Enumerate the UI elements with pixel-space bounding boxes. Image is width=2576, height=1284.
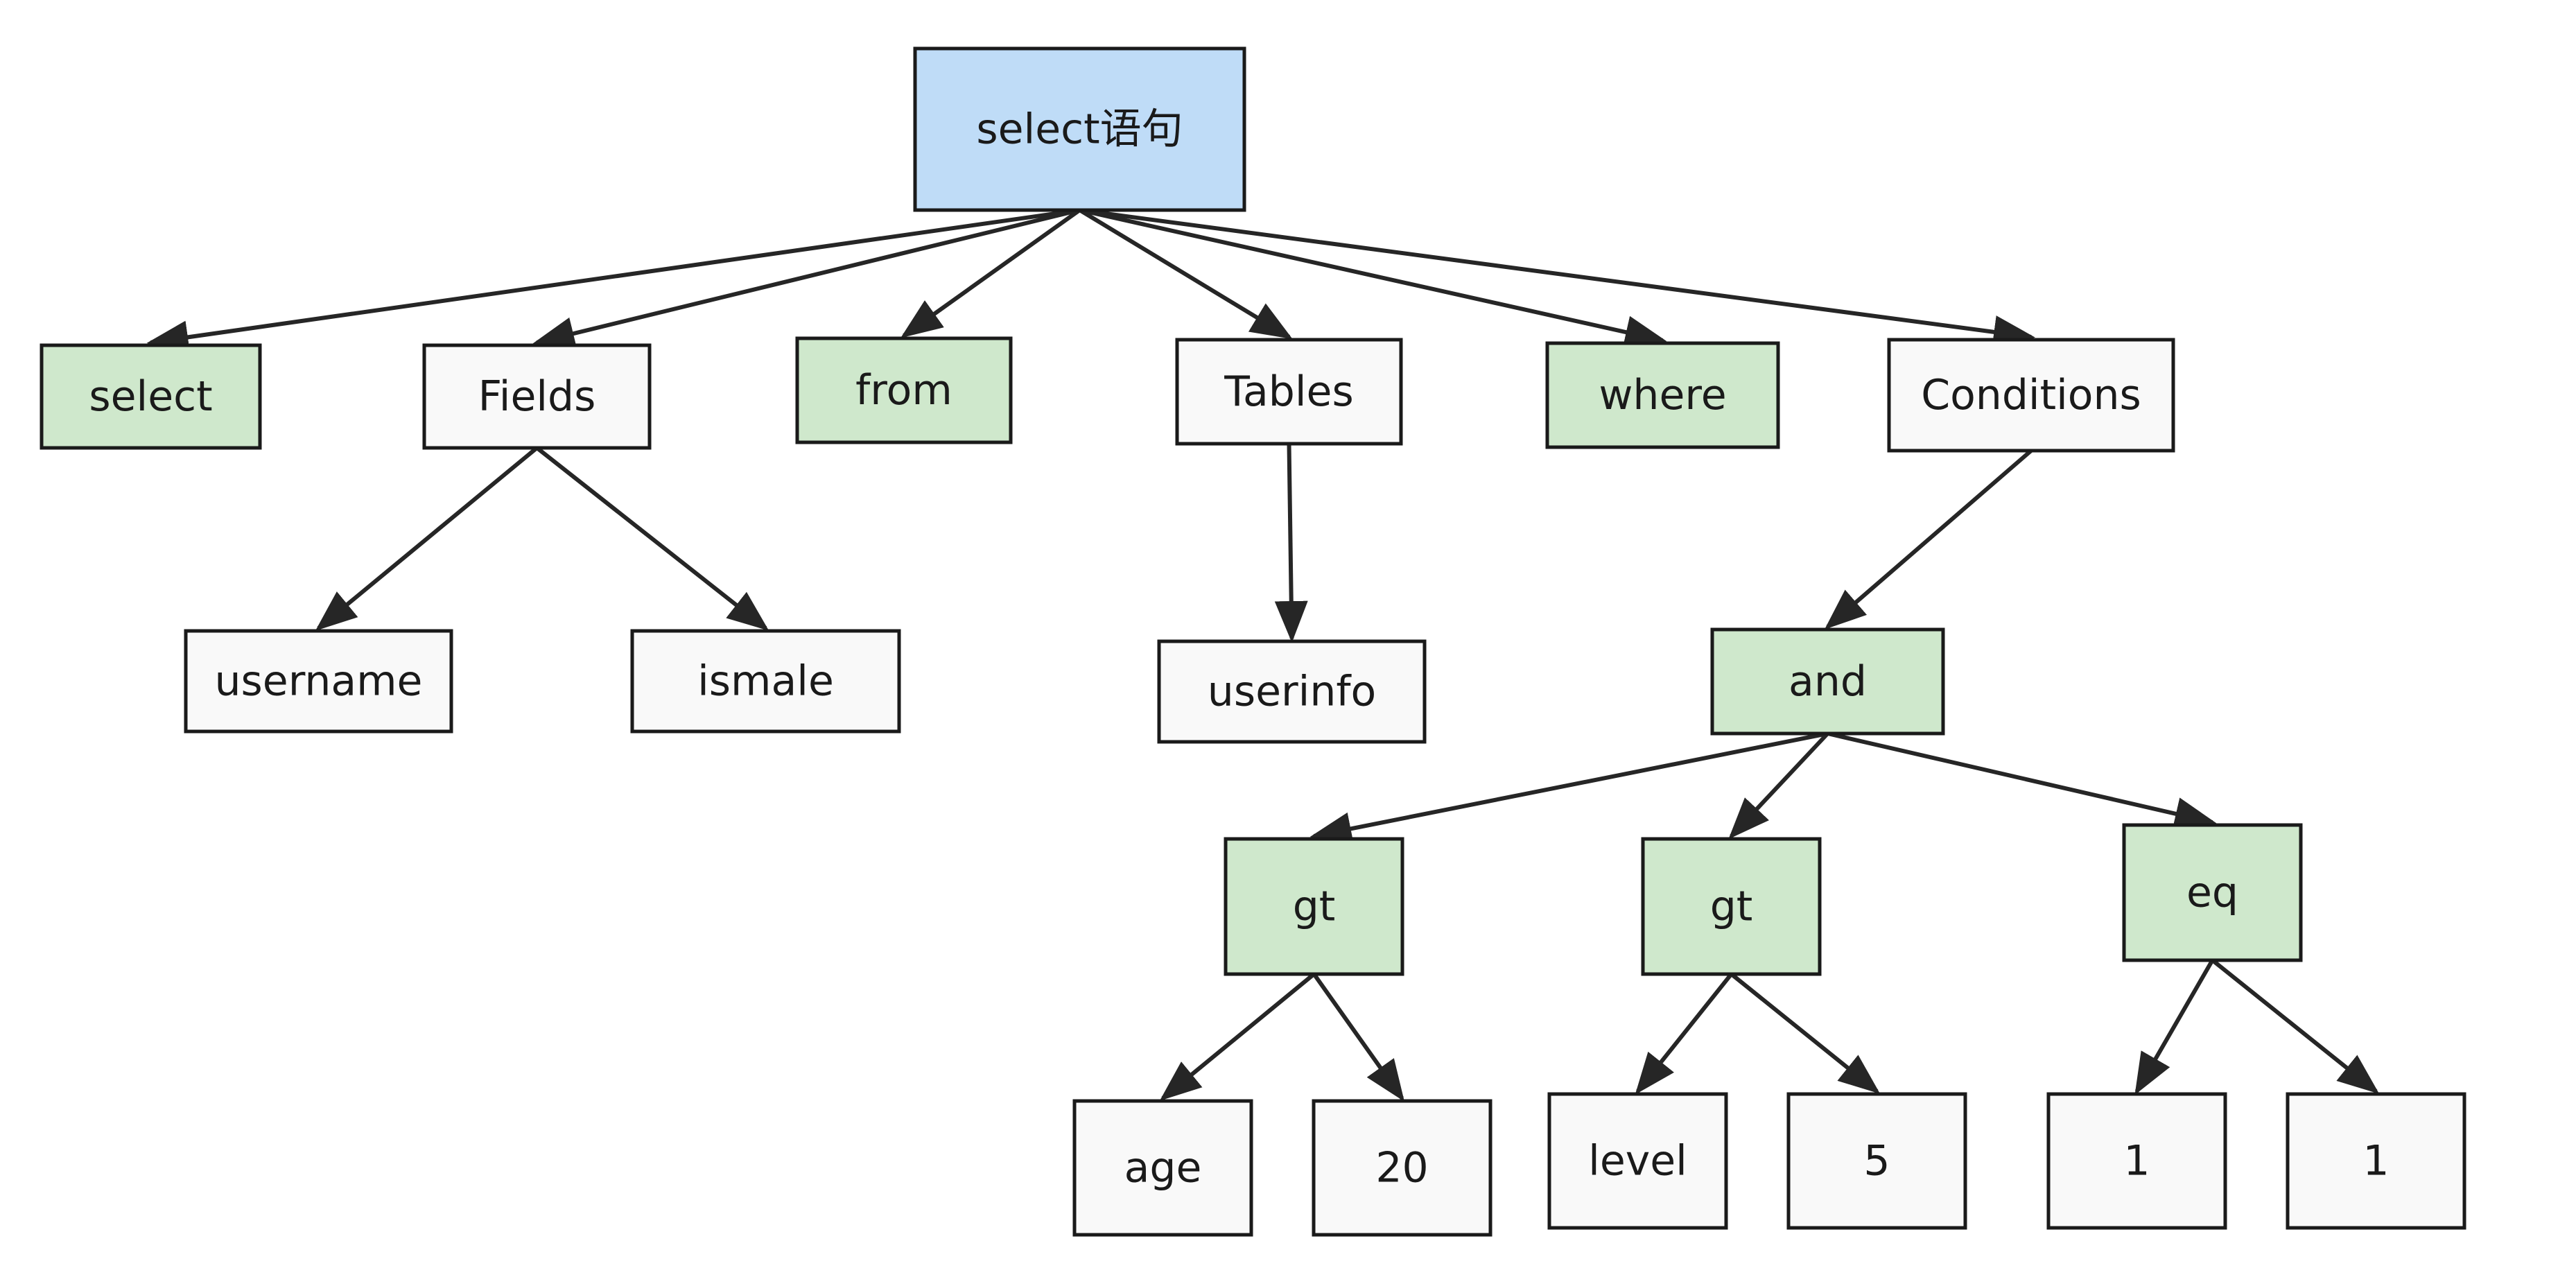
node-box-tables xyxy=(1175,338,1403,446)
node-label-one_a: 1 xyxy=(2123,1137,2150,1186)
node-v20: 20 xyxy=(1312,1099,1492,1237)
node-box-one_a xyxy=(2046,1092,2227,1230)
node-tables: Tables xyxy=(1175,338,1403,446)
node-one_b: 1 xyxy=(2286,1092,2466,1230)
edge-fields-to-username xyxy=(315,446,539,631)
node-label-level: level xyxy=(1588,1137,1687,1186)
node-one_a: 1 xyxy=(2046,1092,2227,1230)
node-gt1: gt xyxy=(1224,837,1404,976)
edge-root-to-from xyxy=(900,208,1081,338)
node-box-root xyxy=(913,46,1246,212)
node-label-where: where xyxy=(1599,371,1726,419)
node-username: username xyxy=(184,629,453,734)
node-fields: Fields xyxy=(422,343,652,450)
node-label-one_b: 1 xyxy=(2362,1137,2389,1186)
node-label-gt1: gt xyxy=(1293,883,1336,931)
node-label-from: from xyxy=(855,366,952,415)
node-label-select: select xyxy=(89,372,212,421)
node-label-fields: Fields xyxy=(478,372,596,421)
node-box-gt1 xyxy=(1224,837,1404,976)
node-box-select xyxy=(40,343,262,450)
edge-gt2-to-level xyxy=(1635,973,1733,1095)
edge-eq-to-one_b xyxy=(2211,958,2380,1094)
edge-conditions-to-and xyxy=(1824,449,2033,630)
edge-and-to-gt1 xyxy=(1309,731,1829,845)
node-label-username: username xyxy=(215,657,423,706)
node-box-where xyxy=(1545,341,1780,449)
node-label-ismale: ismale xyxy=(697,657,834,706)
node-gt2: gt xyxy=(1641,837,1822,976)
edge-root-to-select xyxy=(146,208,1080,354)
node-from: from xyxy=(795,336,1013,444)
node-label-age: age xyxy=(1124,1144,1202,1192)
node-label-userinfo: userinfo xyxy=(1208,668,1376,716)
node-label-gt2: gt xyxy=(1710,883,1753,931)
node-v5: 5 xyxy=(1786,1092,1967,1230)
node-level: level xyxy=(1547,1092,1728,1230)
node-box-age xyxy=(1072,1099,1253,1237)
edge-gt1-to-age xyxy=(1159,972,1316,1101)
node-label-tables: Tables xyxy=(1224,367,1353,416)
node-root: select语句 xyxy=(913,46,1246,212)
node-box-ismale xyxy=(630,629,901,734)
edge-gt2-to-v5 xyxy=(1730,972,1881,1094)
node-box-userinfo xyxy=(1157,639,1427,744)
node-label-conditions: Conditions xyxy=(1921,371,2141,419)
node-and: and xyxy=(1710,627,1945,736)
node-box-from xyxy=(795,336,1013,444)
node-box-and xyxy=(1710,627,1945,736)
edge-gt1-to-v20 xyxy=(1312,973,1404,1102)
node-label-root: select语句 xyxy=(976,105,1183,154)
edge-and-to-eq xyxy=(1827,731,2217,831)
node-box-v20 xyxy=(1312,1099,1492,1237)
node-age: age xyxy=(1072,1099,1253,1237)
node-box-v5 xyxy=(1786,1092,1967,1230)
node-label-eq: eq xyxy=(2186,869,2238,917)
edge-tables-to-userinfo xyxy=(1274,443,1308,643)
node-box-gt2 xyxy=(1641,837,1822,976)
edge-and-to-gt2 xyxy=(1728,731,1829,840)
node-where: where xyxy=(1545,341,1780,449)
node-box-username xyxy=(184,629,453,734)
node-label-v20: 20 xyxy=(1375,1144,1428,1192)
node-ismale: ismale xyxy=(630,629,901,734)
node-select: select xyxy=(40,343,262,450)
node-label-and: and xyxy=(1789,657,1867,706)
node-conditions: Conditions xyxy=(1887,338,2175,453)
node-box-conditions xyxy=(1887,338,2175,453)
edge-root-to-conditions xyxy=(1079,208,2035,349)
edge-root-to-fields xyxy=(532,208,1081,350)
edge-fields-to-ismale xyxy=(535,446,769,631)
node-box-level xyxy=(1547,1092,1728,1230)
node-label-v5: 5 xyxy=(1863,1137,1890,1186)
edge-root-to-where xyxy=(1079,208,1667,349)
node-box-one_b xyxy=(2286,1092,2466,1230)
edge-root-to-tables xyxy=(1078,208,1293,340)
node-eq: eq xyxy=(2122,823,2303,962)
node-box-eq xyxy=(2122,823,2303,962)
node-box-fields xyxy=(422,343,652,450)
edge-eq-to-one_a xyxy=(2134,959,2215,1095)
node-userinfo: userinfo xyxy=(1157,639,1427,744)
